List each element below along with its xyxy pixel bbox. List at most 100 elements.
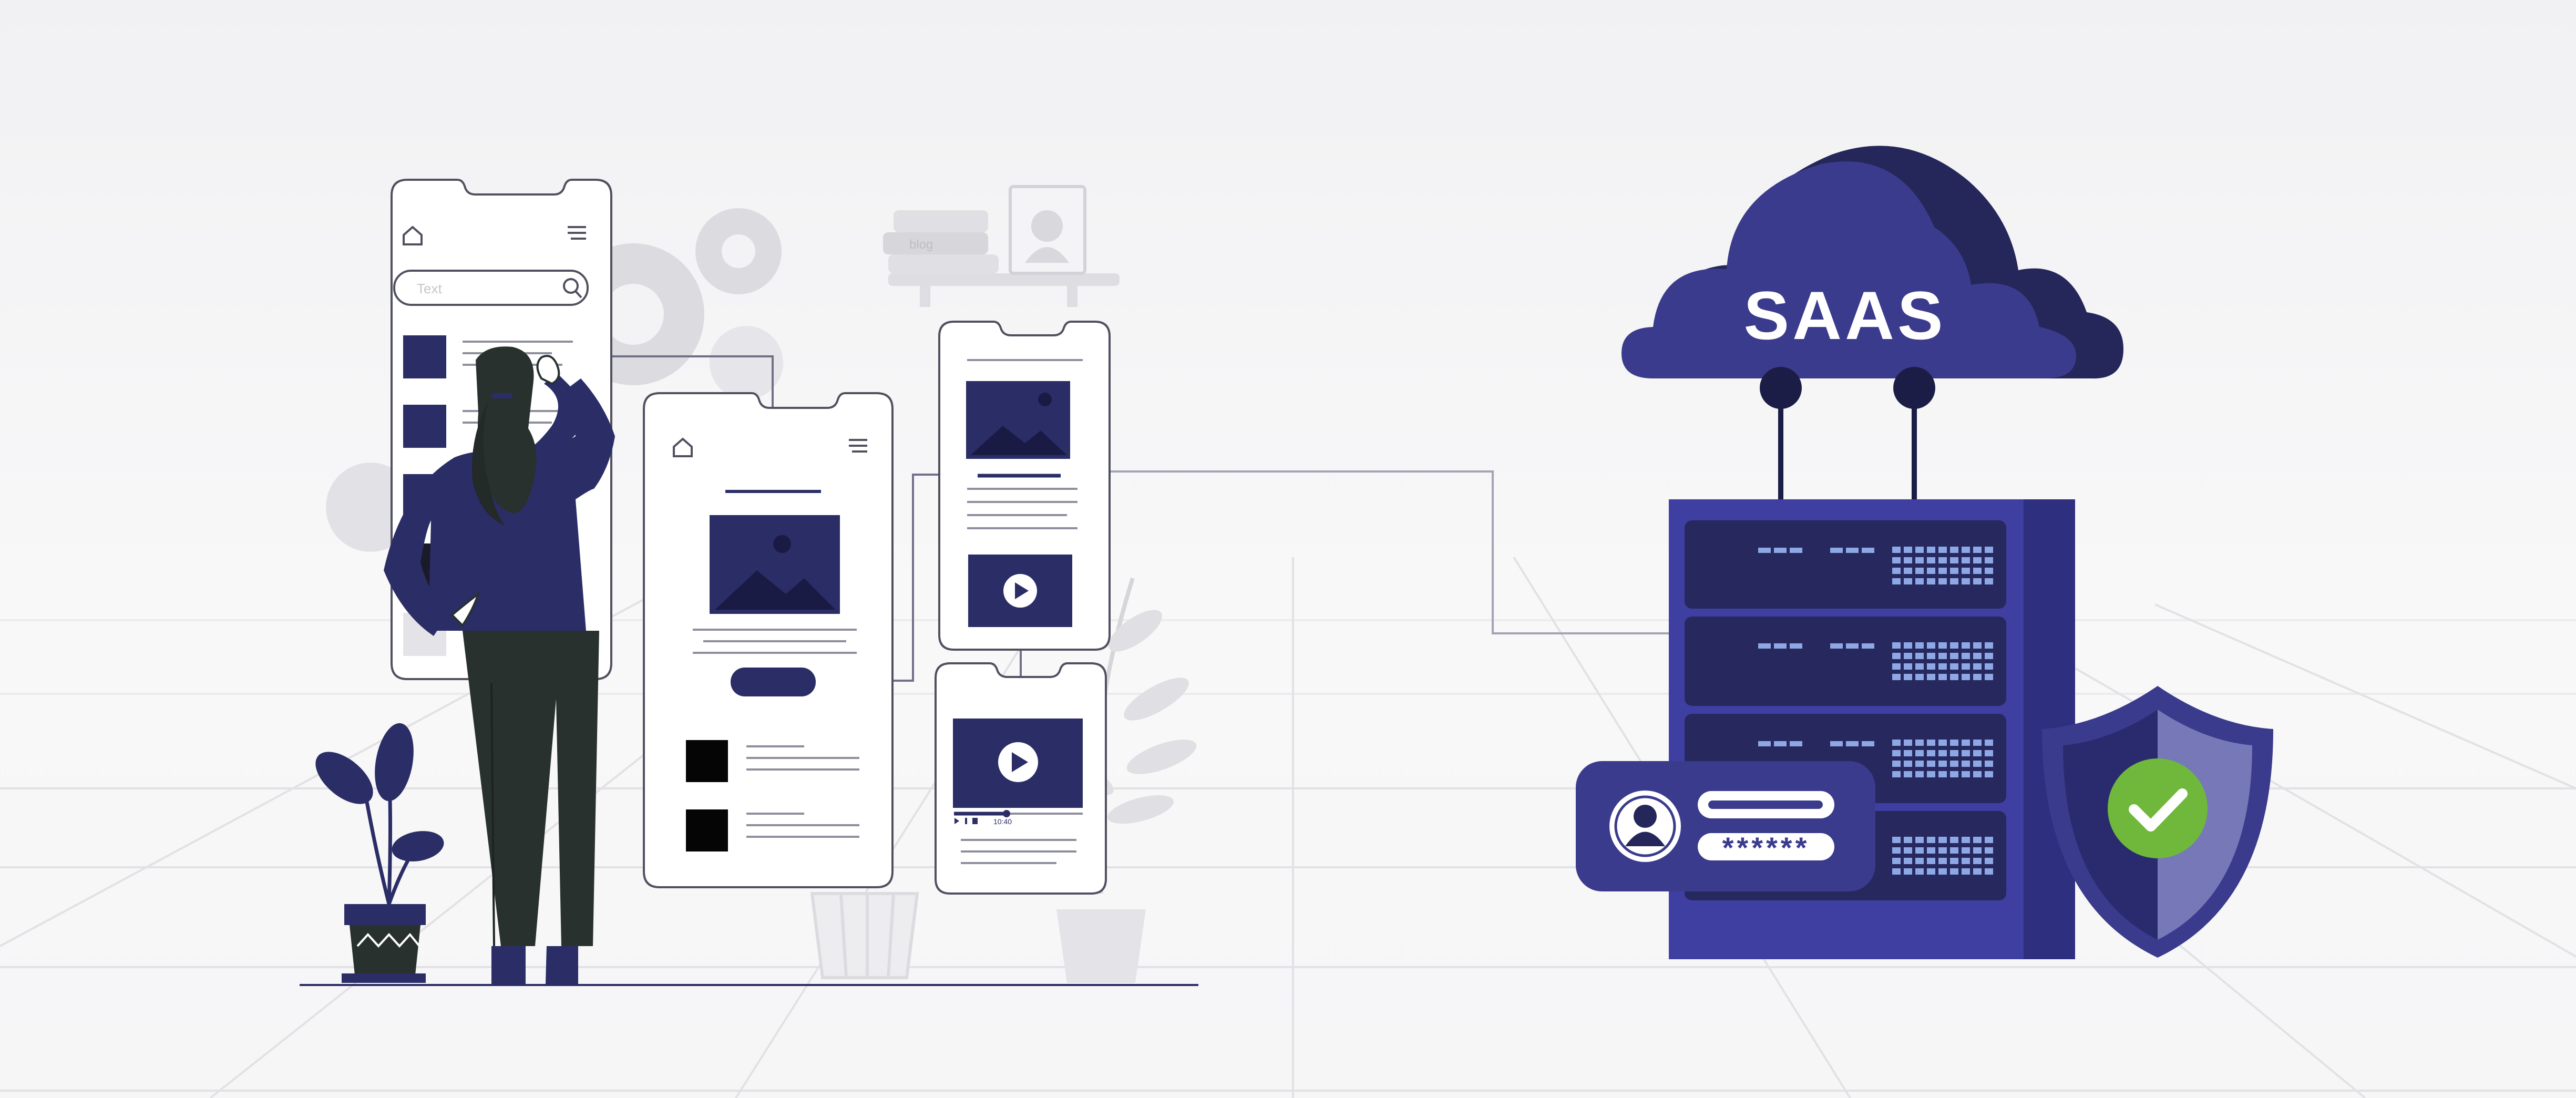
vent-cell [1927,761,1935,767]
vent-cell [1904,642,1912,649]
vent-cell [1892,642,1901,649]
vent-cell [1938,750,1947,756]
vent-cell [1985,663,1993,670]
list-item[interactable] [686,809,859,851]
vent-cell [1985,771,1993,777]
vent-cell [1938,674,1947,680]
vent-cell [1985,578,1993,584]
search-icon[interactable] [563,278,582,299]
vent-cell [1973,750,1982,756]
vent-cell [1927,653,1935,659]
vent-cell [1962,578,1970,584]
vent-cell [1950,642,1958,649]
vent-cell [1915,837,1924,843]
password-field[interactable]: ****** [1698,831,1834,864]
vent-cell [1938,568,1947,574]
vent-cell [1950,868,1958,875]
shield-icon [2042,686,2273,958]
vent-cell [1973,847,1982,854]
vent-cell [1904,547,1912,553]
phone-screen-article [643,392,894,888]
vent-cell [1962,547,1970,553]
vent-cell [1904,868,1912,875]
play-icon[interactable] [1012,752,1028,772]
vent-cell [1973,837,1982,843]
vent-cell [1927,568,1935,574]
vent-cell [1973,557,1982,563]
vent-cell [1904,653,1912,659]
vent-cell [1892,578,1901,584]
vent-cell [1973,663,1982,670]
username-field[interactable] [1698,791,1834,818]
cta-button[interactable] [731,668,816,696]
vent-cell [1938,771,1947,777]
vent-cell [1892,663,1901,670]
vent-cell [1892,837,1901,843]
vent-cell [1915,771,1924,777]
vent-cell [1904,674,1912,680]
vent-cell [1962,750,1970,756]
vent-cell [1904,847,1912,854]
portrait [1031,210,1063,242]
vent-cell [1892,557,1901,563]
vent-cell [1950,750,1958,756]
vent-cell [1927,674,1935,680]
vent-cell [1915,547,1924,553]
vent-cell [1927,642,1935,649]
vent-cell [1915,740,1924,746]
vent-cell [1892,761,1901,767]
vent-cell [1985,568,1993,574]
vent-cell [1938,847,1947,854]
vent-cell [1904,858,1912,864]
vent-cell [1927,547,1935,553]
vent-cell [1927,868,1935,875]
vent-cell [1927,740,1935,746]
vent-cell [1915,674,1924,680]
vent-cell [1973,568,1982,574]
menu-icon[interactable] [849,439,867,453]
vent-cell [1892,847,1901,854]
vent-cell [1950,771,1958,777]
vent-cell [1950,740,1958,746]
vent-cell [1915,868,1924,875]
vent-cell [1985,740,1993,746]
vent-cell [1915,663,1924,670]
search-input[interactable] [393,270,589,306]
vent-cell [1985,674,1993,680]
vent-cell [1985,761,1993,767]
vent-cell [1938,837,1947,843]
vent-cell [1973,642,1982,649]
vent-cell [1950,761,1958,767]
book [888,254,999,273]
vent-cell [1904,578,1912,584]
vent-cell [1985,750,1993,756]
vent-cell [1938,740,1947,746]
vent-cell [1904,771,1912,777]
vent-cell [1904,740,1912,746]
vent-cell [1973,674,1982,680]
vent-cell [1904,750,1912,756]
video-progress[interactable] [954,810,1083,817]
home-icon[interactable] [673,437,693,457]
vent-cell [1904,761,1912,767]
book [894,210,988,232]
foreground-plant [315,723,444,983]
vent-cell [1950,663,1958,670]
play-icon[interactable] [1015,582,1029,599]
vent-cell [1927,771,1935,777]
vent-cell [1915,653,1924,659]
vent-cell [1904,568,1912,574]
list-item[interactable] [686,740,859,782]
vent-cell [1962,568,1970,574]
vent-cell [1985,858,1993,864]
cables [1760,367,1935,499]
menu-icon[interactable] [568,226,586,240]
vent-cell [1915,847,1924,854]
vent-cell [1892,653,1901,659]
home-icon[interactable] [403,225,423,245]
video-controls[interactable] [955,818,978,824]
vent-cell [1915,642,1924,649]
login-card: ****** [1576,761,1875,891]
video-player[interactable] [953,719,1083,808]
video-player[interactable] [968,555,1072,627]
